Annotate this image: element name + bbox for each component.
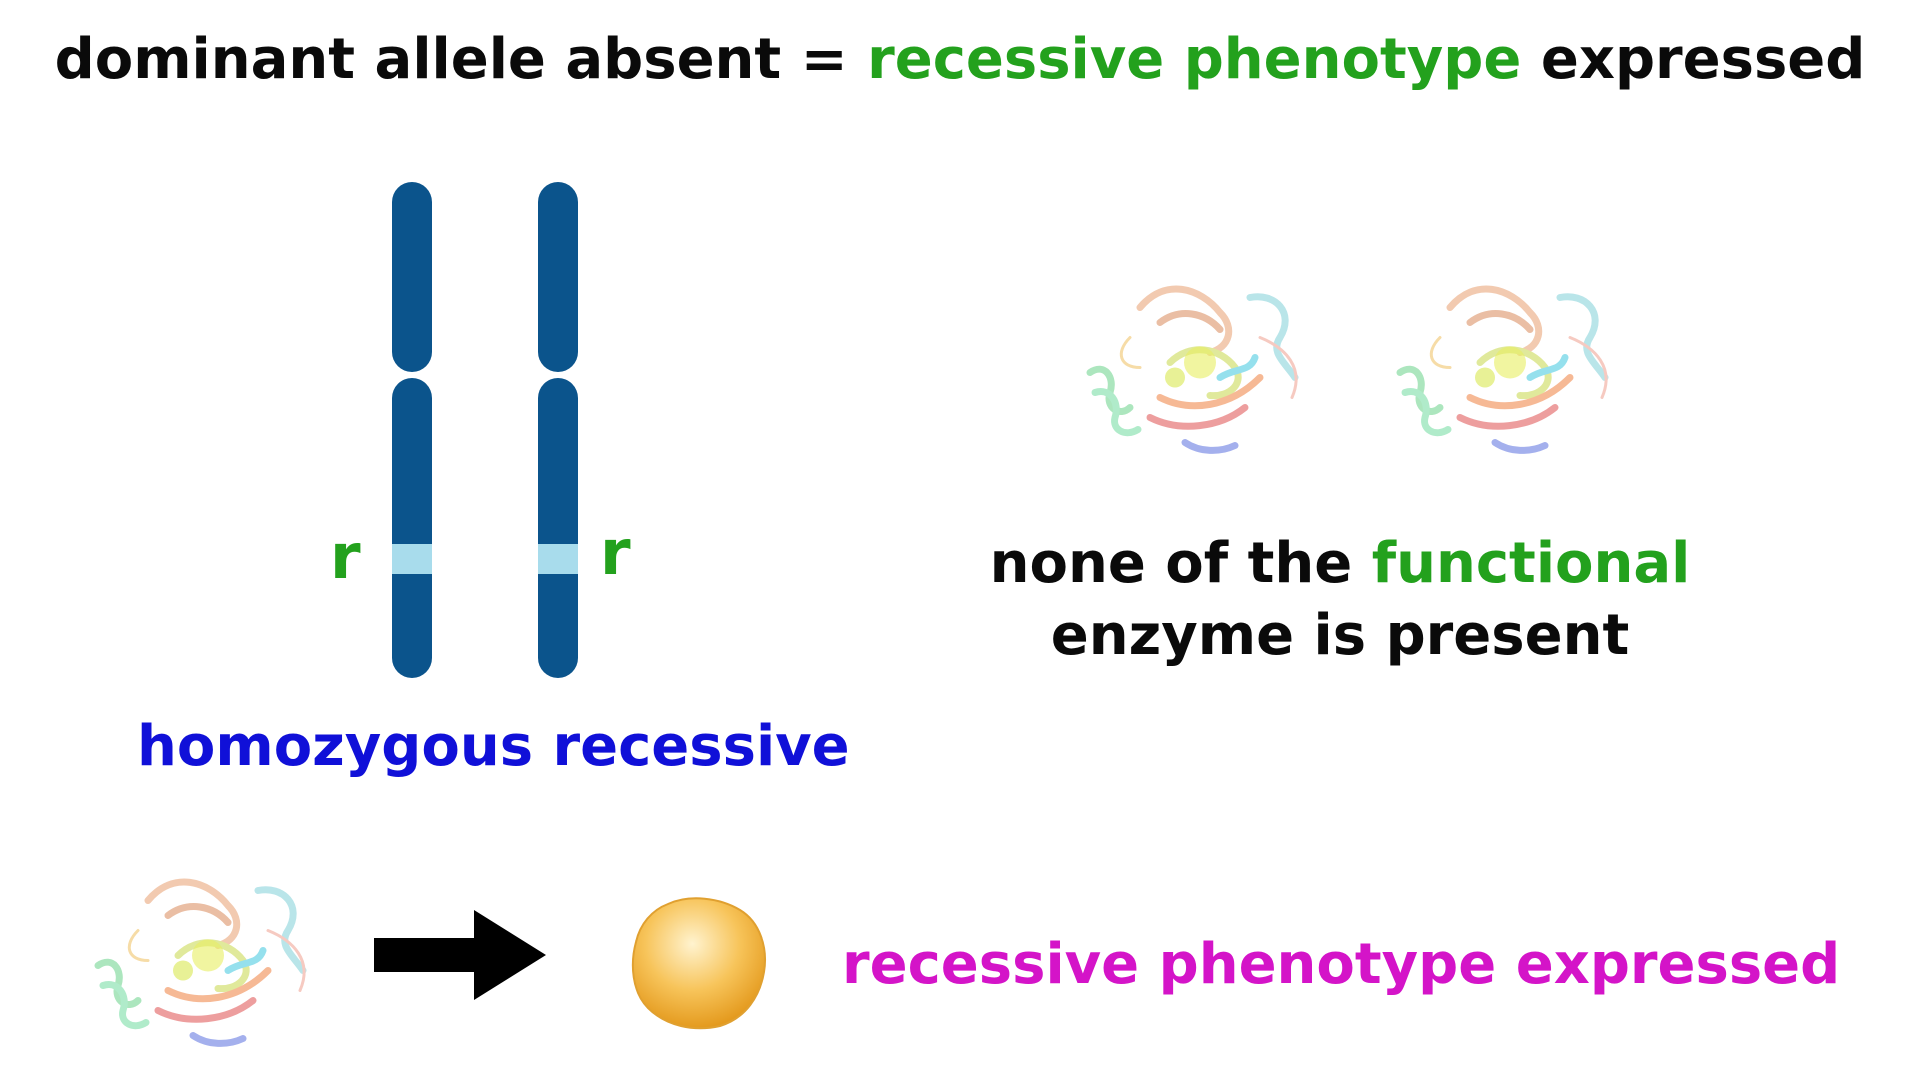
- result-label: recessive phenotype expressed: [842, 932, 1841, 997]
- protein-structure-icon: [94, 878, 307, 1047]
- right-allele-band: [538, 544, 578, 574]
- title-suffix: expressed: [1521, 27, 1866, 92]
- enzyme-status: none of the functional enzyme is present: [960, 528, 1720, 672]
- page-title: dominant allele absent = recessive pheno…: [0, 22, 1920, 98]
- right-allele-label: r: [600, 516, 631, 589]
- right-chromosome: [538, 182, 578, 678]
- enzyme-status-line2: enzyme is present: [1050, 603, 1630, 668]
- protein-structure-icon: [1086, 285, 1299, 454]
- enzyme-status-line1: none of the functional: [960, 528, 1720, 600]
- chromosome-pair: [392, 182, 578, 678]
- left-allele-band: [392, 544, 432, 574]
- enzyme-status-prefix: none of the: [989, 531, 1372, 596]
- left-allele-label: r: [330, 520, 361, 593]
- zygosity-label: homozygous recessive: [137, 714, 850, 779]
- title-highlight: recessive phenotype: [867, 27, 1522, 92]
- enzyme-status-highlight: functional: [1371, 531, 1691, 596]
- protein-structure-icon: [1396, 285, 1609, 454]
- right-arrow-icon: [374, 910, 546, 1000]
- title-prefix: dominant allele absent =: [54, 27, 868, 92]
- yellow-blob-icon: [631, 897, 766, 1030]
- left-chromosome: [392, 182, 432, 678]
